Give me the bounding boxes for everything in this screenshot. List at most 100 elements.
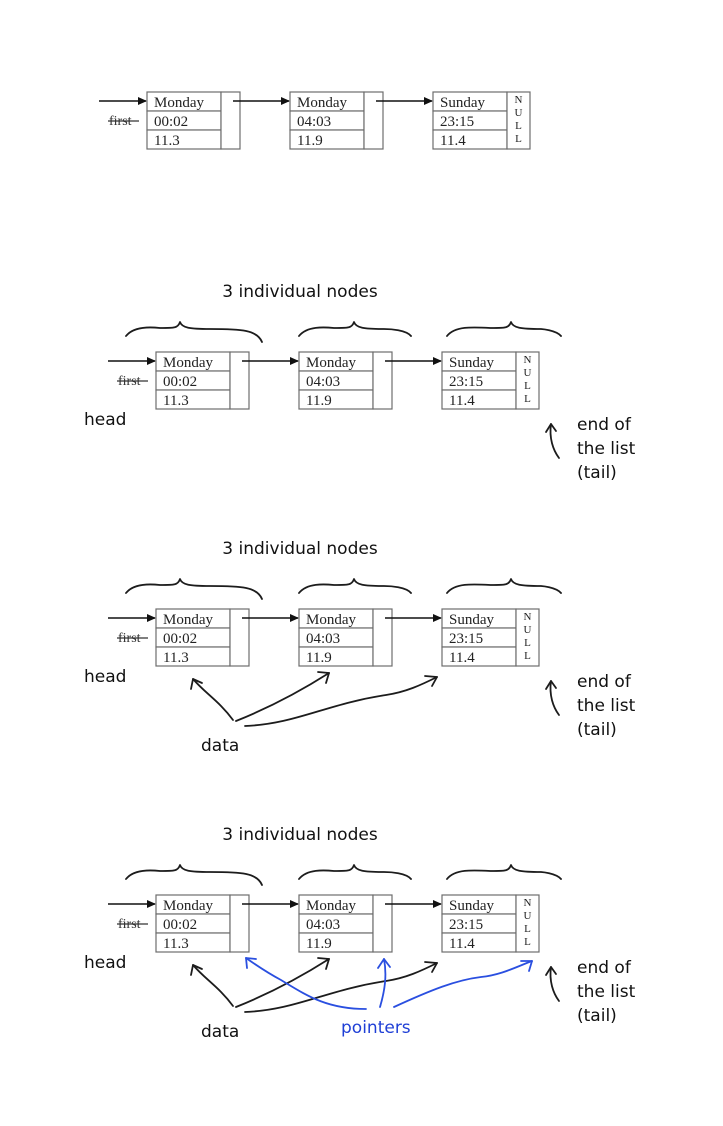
- null-letter: N: [524, 897, 532, 909]
- data-arrow-head-node-3: [424, 675, 438, 687]
- node-value-cell: 11.9: [297, 133, 323, 149]
- data-arrow-node-1: [192, 678, 234, 721]
- next-pointer-cell: [220, 91, 241, 150]
- node-day-cell: Monday: [163, 612, 213, 628]
- null-letter: L: [524, 936, 531, 948]
- panel-data: 3 individual nodesfirstMonday00:0211.3Mo…: [84, 539, 636, 756]
- panel-title: 3 individual nodes: [222, 825, 378, 845]
- tail-label-line: end of: [577, 415, 632, 435]
- node-value-cell: 11.4: [449, 650, 475, 666]
- data-arrow-node-2: [235, 958, 330, 1008]
- brace-node-1: [125, 864, 263, 886]
- panel-title: 3 individual nodes: [222, 282, 378, 302]
- null-letter: L: [524, 393, 531, 405]
- data-arrow-node-1: [192, 964, 234, 1007]
- node-day-cell: Monday: [306, 612, 356, 628]
- pointer-arrow-null: [393, 960, 533, 1008]
- node-time-cell: 00:02: [154, 114, 188, 130]
- null-letter: N: [515, 94, 523, 106]
- tail-label-line: the list: [577, 439, 636, 459]
- null-letter: U: [524, 910, 532, 922]
- node-value-cell: 11.3: [163, 936, 189, 952]
- tail-arrow-head: [545, 966, 557, 976]
- head-label: head: [84, 667, 126, 687]
- data-arrow-head-node-2: [317, 957, 330, 970]
- list-node-1: Monday 00:02 11.3: [155, 351, 299, 410]
- data-arrow-node-2: [235, 672, 330, 722]
- node-value-cell: 11.3: [154, 133, 180, 149]
- null-letter: L: [524, 380, 531, 392]
- pointer-arrow-node-1: [245, 957, 367, 1010]
- panels-root: firstMonday00:0211.3Monday04:0311.9Sunda…: [84, 91, 636, 1042]
- tail-label-line: (tail): [577, 463, 617, 483]
- tail-label-line: (tail): [577, 1006, 617, 1026]
- node-time-cell: 23:15: [449, 631, 483, 647]
- node-time-cell: 23:15: [449, 374, 483, 390]
- data-arrow-head-node-2: [317, 671, 330, 684]
- null-next-cell: [515, 351, 540, 410]
- pointer-arrow-head-node-2: [377, 958, 391, 969]
- node-day-cell: Sunday: [449, 612, 495, 628]
- panel-pointers: 3 individual nodesfirstMonday00:0211.3Mo…: [84, 825, 636, 1042]
- data-arrow-head-node-1: [190, 964, 203, 976]
- node-value-cell: 11.3: [163, 393, 189, 409]
- node-day-cell: Monday: [154, 95, 204, 111]
- tail-arrow-head: [545, 423, 557, 433]
- head-label: head: [84, 953, 126, 973]
- node-time-cell: 00:02: [163, 917, 197, 933]
- null-letter: U: [515, 107, 523, 119]
- tail-arrow: [549, 423, 560, 459]
- data-arrow-head-node-1: [190, 678, 203, 690]
- tail-arrow-head: [545, 680, 557, 690]
- null-letter: U: [524, 367, 532, 379]
- node-time-cell: 04:03: [297, 114, 331, 130]
- node-value-cell: 11.9: [306, 936, 332, 952]
- node-time-cell: 00:02: [163, 374, 197, 390]
- null-letter: L: [515, 120, 522, 132]
- tail-label-line: end of: [577, 672, 632, 692]
- node-day-cell: Monday: [306, 355, 356, 371]
- node-day-cell: Sunday: [440, 95, 486, 111]
- list-node-2: Monday 04:03 11.9: [298, 608, 442, 667]
- null-next-cell: [515, 894, 540, 953]
- null-letter: U: [524, 624, 532, 636]
- node-time-cell: 04:03: [306, 631, 340, 647]
- node-time-cell: 23:15: [440, 114, 474, 130]
- tail-arrow: [549, 680, 560, 716]
- node-time-cell: 00:02: [163, 631, 197, 647]
- panel-title: 3 individual nodes: [222, 539, 378, 559]
- tail-label-line: the list: [577, 982, 636, 1002]
- list-node-1: Monday 00:02 11.3: [146, 91, 290, 150]
- null-next-cell: [506, 91, 531, 150]
- node-time-cell: 23:15: [449, 917, 483, 933]
- brace-node-3: [446, 321, 562, 337]
- null-letter: L: [515, 133, 522, 145]
- next-pointer-cell: [229, 608, 250, 667]
- null-next-cell: [515, 608, 540, 667]
- node-day-cell: Sunday: [449, 898, 495, 914]
- data-label: data: [201, 736, 239, 756]
- data-arrow-node-3: [244, 962, 438, 1013]
- node-value-cell: 11.9: [306, 650, 332, 666]
- tail-label-line: end of: [577, 958, 632, 978]
- node-time-cell: 04:03: [306, 374, 340, 390]
- node-value-cell: 11.4: [440, 133, 466, 149]
- tail-arrow: [549, 966, 560, 1002]
- brace-node-2: [298, 578, 412, 594]
- head-label: head: [84, 410, 126, 430]
- node-day-cell: Monday: [163, 355, 213, 371]
- null-letter: L: [524, 637, 531, 649]
- next-pointer-cell: [229, 894, 250, 953]
- data-arrow-node-3: [244, 676, 438, 727]
- data-arrow-head-node-3: [424, 961, 438, 973]
- next-pointer-cell: [372, 351, 393, 410]
- data-label: data: [201, 1022, 239, 1042]
- next-pointer-cell: [363, 91, 384, 150]
- null-letter: N: [524, 611, 532, 623]
- pointer-arrow-head-null: [520, 960, 533, 972]
